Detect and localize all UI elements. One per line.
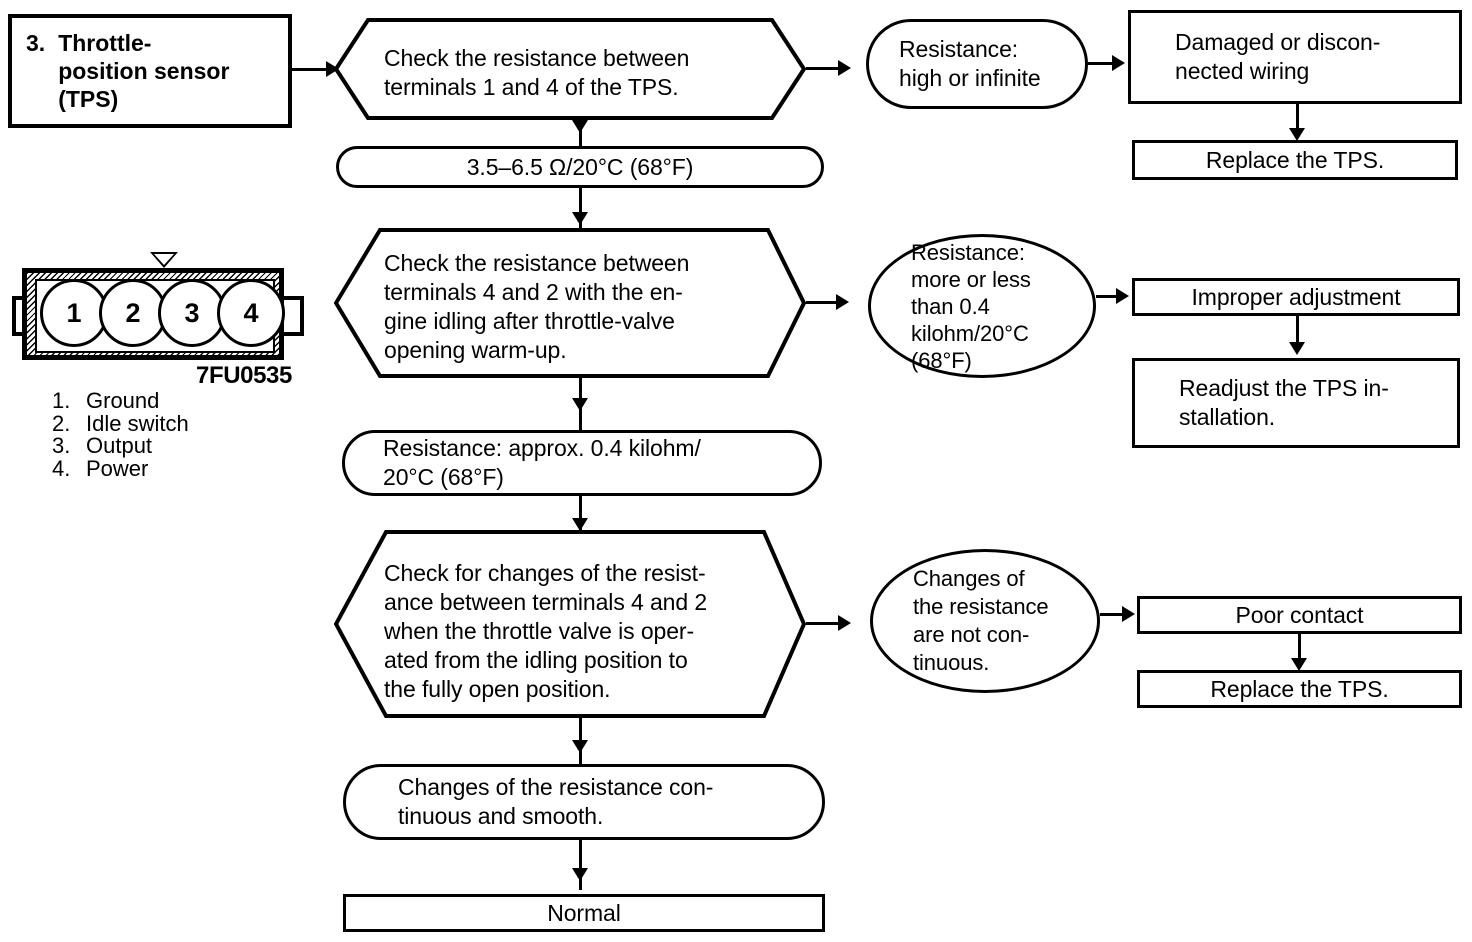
spec-box-changes-continuous: Changes of the resistance con- tinuous a… xyxy=(343,764,825,840)
cause-text: Improper adjustment xyxy=(1191,283,1401,310)
connector-line-step1-to-fault1 xyxy=(806,67,846,70)
arrow-fault2-to-cause2 xyxy=(1116,288,1129,304)
step-node-check-4-2-idle: Check the resistance between terminals 4… xyxy=(334,228,806,378)
connector-line-step1-to-spec1 xyxy=(579,118,582,148)
connector-part-code: 7FU0535 xyxy=(196,362,292,389)
legend-row: 3. Output xyxy=(52,433,292,458)
legend-number: 4. xyxy=(52,455,71,481)
legend-number: 2. xyxy=(52,410,71,436)
arrow-step2-to-fault2 xyxy=(836,294,849,310)
step-text: Check for changes of the resist- ance be… xyxy=(384,560,708,702)
connector-line-cause2-to-action2 xyxy=(1296,316,1299,350)
fault-text: Resistance: more or less than 0.4 kilohm… xyxy=(911,239,1031,373)
arrow-fault1-to-cause1 xyxy=(1112,55,1125,71)
result-box-normal: Normal xyxy=(343,894,825,932)
tps-connector-illustration: 1 2 3 4 xyxy=(12,252,312,362)
connector-line-spec2-to-step3 xyxy=(579,496,582,536)
action-box-readjust-installation: Readjust the TPS in- stallation. xyxy=(1132,358,1460,448)
legend-number: 1. xyxy=(52,388,71,413)
action-text: Replace the TPS. xyxy=(1210,675,1389,702)
action-box-replace-tps-1: Replace the TPS. xyxy=(1132,140,1458,180)
legend-row: 4. Power xyxy=(52,455,292,481)
legend-label: Idle switch xyxy=(86,410,189,436)
title-box-throttle-position-sensor: 3. Throttle- position sensor (TPS) xyxy=(8,14,292,128)
legend-label: Output xyxy=(86,433,153,458)
connector-line-fault1-to-cause1 xyxy=(1088,62,1118,65)
fault-node-high-infinite: Resistance: high or infinite xyxy=(866,19,1088,109)
legend-row: 1. Ground xyxy=(52,388,292,413)
arrow-step1-to-spec1 xyxy=(572,120,588,133)
step-text: Check the resistance between terminals 1… xyxy=(384,45,690,100)
cause-box-improper-adjustment: Improper adjustment xyxy=(1132,278,1460,316)
fault-node-out-of-range: Resistance: more or less than 0.4 kilohm… xyxy=(868,234,1096,378)
fault-text: Changes of the resistance are not con- t… xyxy=(913,566,1049,675)
legend-label: Ground xyxy=(86,388,160,413)
arrow-step3-to-fault3 xyxy=(838,615,851,631)
connector-line-spec3-to-result xyxy=(579,840,582,890)
connector-line-cause3-to-action3 xyxy=(1298,634,1301,666)
pin-number: 3 xyxy=(184,297,200,328)
cause-box-damaged-wiring: Damaged or discon- nected wiring xyxy=(1128,10,1462,104)
step-node-check-1-4: Check the resistance between terminals 1… xyxy=(334,18,806,120)
pin-number: 4 xyxy=(243,297,259,328)
action-text: Replace the TPS. xyxy=(1205,146,1385,173)
arrow-step2-to-spec2 xyxy=(572,398,588,411)
connector-pin-legend: 1. Ground 2. Idle switch 3. Output 4. Po… xyxy=(52,388,292,481)
pin-number: 1 xyxy=(66,297,82,328)
connector-line-spec1-to-step2 xyxy=(579,188,582,230)
arrow-cause3-to-action3 xyxy=(1291,658,1307,671)
cause-text: Poor contact xyxy=(1235,601,1364,628)
spec-text: Resistance: approx. 0.4 kilohm/ 20°C (68… xyxy=(383,435,701,490)
legend-row: 2. Idle switch xyxy=(52,410,292,436)
arrow-step3-to-spec3 xyxy=(572,740,588,753)
hexagon-outline xyxy=(334,228,806,378)
action-text: Readjust the TPS in- stallation. xyxy=(1179,375,1389,430)
connector-keyway-triangle-inner xyxy=(154,254,174,265)
arrow-spec2-to-step3 xyxy=(572,518,588,531)
arrow-title-to-step1 xyxy=(326,61,339,77)
connector-line-step3-to-fault3 xyxy=(806,622,848,625)
spec-box-resistance-range: 3.5–6.5 Ω/20°C (68°F) xyxy=(336,146,824,188)
spec-text: Changes of the resistance con- tinuous a… xyxy=(398,774,714,829)
cause-box-poor-contact: Poor contact xyxy=(1137,596,1462,634)
arrow-fault3-to-cause3 xyxy=(1122,606,1135,622)
hexagon-outline xyxy=(334,530,806,718)
title-label: Throttle- position sensor (TPS) xyxy=(58,30,230,112)
connector-line-step2-to-fault2 xyxy=(806,301,844,304)
connector-line-fault3-to-cause3 xyxy=(1100,613,1126,616)
arrow-spec1-to-step2 xyxy=(572,212,588,225)
connector-line-title-to-step1 xyxy=(292,68,334,71)
arrow-cause2-to-action2 xyxy=(1289,342,1305,355)
fault-node-not-continuous: Changes of the resistance are not con- t… xyxy=(870,549,1100,693)
spec-text: 3.5–6.5 Ω/20°C (68°F) xyxy=(466,153,694,180)
spec-box-resistance-idle: Resistance: approx. 0.4 kilohm/ 20°C (68… xyxy=(342,430,822,496)
arrow-step1-to-fault1 xyxy=(838,60,851,76)
arrow-spec3-to-result xyxy=(572,868,588,881)
action-box-replace-tps-2: Replace the TPS. xyxy=(1137,670,1462,708)
connector-pin-2: 2 xyxy=(99,279,167,347)
hexagon-outline xyxy=(334,18,806,120)
step-text: Check the resistance between terminals 4… xyxy=(384,250,690,363)
legend-number: 3. xyxy=(52,433,71,458)
connector-pin-4: 4 xyxy=(217,279,285,347)
arrow-cause1-to-action1 xyxy=(1289,128,1305,141)
connector-pin-3: 3 xyxy=(158,279,226,347)
fault-text: Resistance: high or infinite xyxy=(899,36,1041,91)
cause-text: Damaged or discon- nected wiring xyxy=(1175,29,1381,84)
connector-line-cause1-to-action1 xyxy=(1296,104,1299,136)
legend-label: Power xyxy=(86,455,149,481)
title-number: 3. xyxy=(26,30,46,56)
step-node-check-changes: Check for changes of the resist- ance be… xyxy=(334,530,806,718)
pin-number: 2 xyxy=(125,297,141,328)
connector-line-fault2-to-cause2 xyxy=(1096,295,1122,298)
connector-pin-1: 1 xyxy=(40,279,108,347)
result-text: Normal xyxy=(547,899,621,926)
